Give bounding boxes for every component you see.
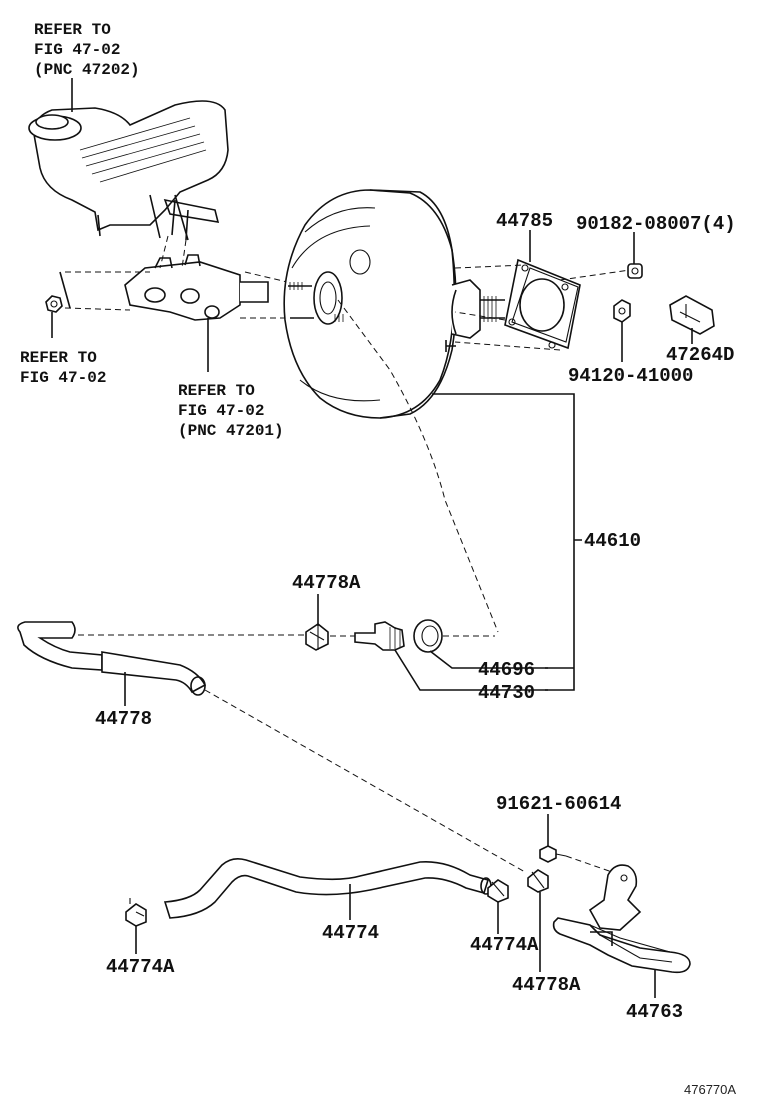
part-44774A-right[interactable]: 44774A: [470, 934, 539, 956]
leader-44730: [394, 649, 548, 691]
ref-reservoir-line3: (PNC 47202): [34, 61, 140, 79]
part-94120-41000[interactable]: 94120-41000: [568, 365, 693, 387]
part-44610[interactable]: 44610: [584, 530, 641, 552]
clamp-44778A-bottom-illustration: [527, 869, 549, 893]
hose-44778-illustration: [17, 621, 207, 696]
gasket-illustration: [454, 258, 631, 351]
master-cylinder-illustration: [124, 235, 269, 321]
clamp-44778A-top-illustration: [305, 623, 329, 651]
leader-44610: [432, 393, 582, 691]
part-91621-60614[interactable]: 91621-60614: [496, 793, 621, 815]
booster-to-valve-dashed: [337, 299, 499, 633]
check-valve-44730-illustration: [354, 621, 405, 651]
ref-reservoir-line1: REFER TO: [34, 21, 111, 39]
part-44778A-top[interactable]: 44778A: [292, 572, 361, 594]
left-nut-illustration: [45, 295, 63, 313]
bolt-to-bracket-dashed: [565, 855, 613, 873]
brake-booster-illustration: [283, 189, 505, 419]
nut-90182-illustration: [627, 263, 643, 279]
part-44774[interactable]: 44774: [322, 922, 379, 944]
hose-line-dashed: [78, 634, 495, 637]
part-44763[interactable]: 44763: [626, 1001, 683, 1023]
part-47264D[interactable]: 47264D: [666, 344, 734, 366]
nut-94120-illustration: [613, 299, 631, 323]
part-44774A-left[interactable]: 44774A: [106, 956, 175, 978]
part-44778[interactable]: 44778: [95, 708, 152, 730]
ref-reservoir-line2: FIG 47-02: [34, 41, 120, 59]
grommet-44696-illustration: [413, 619, 443, 653]
bolt-91621-illustration: [539, 845, 567, 863]
part-44778A-bottom[interactable]: 44778A: [512, 974, 581, 996]
pipe-44763-illustration: [552, 864, 691, 974]
ref-cylinder-line2: FIG 47-02: [178, 402, 264, 420]
ref-left-line1: REFER TO: [20, 349, 97, 367]
part-44696[interactable]: 44696: [478, 659, 535, 681]
leader-44696: [429, 650, 548, 669]
hose-44774-illustration: [163, 858, 492, 919]
ref-cylinder-line3: (PNC 47201): [178, 422, 284, 440]
part-44730[interactable]: 44730: [478, 682, 535, 704]
part-90182-08007[interactable]: 90182-08007(4): [576, 213, 736, 235]
illustration-number: 476770A: [684, 1082, 736, 1097]
clamp-44774A-right-illustration: [487, 879, 509, 903]
reservoir-illustration: [28, 100, 229, 241]
clamp-44774A-left-illustration: [125, 898, 147, 927]
ref-cylinder-line1: REFER TO: [178, 382, 255, 400]
mount-line-upper: [65, 271, 301, 286]
clip-47264D-illustration: [669, 295, 715, 335]
part-44785[interactable]: 44785: [496, 210, 553, 232]
hose-to-clamp-dashed: [204, 689, 526, 873]
ref-left-line2: FIG 47-02: [20, 369, 106, 387]
